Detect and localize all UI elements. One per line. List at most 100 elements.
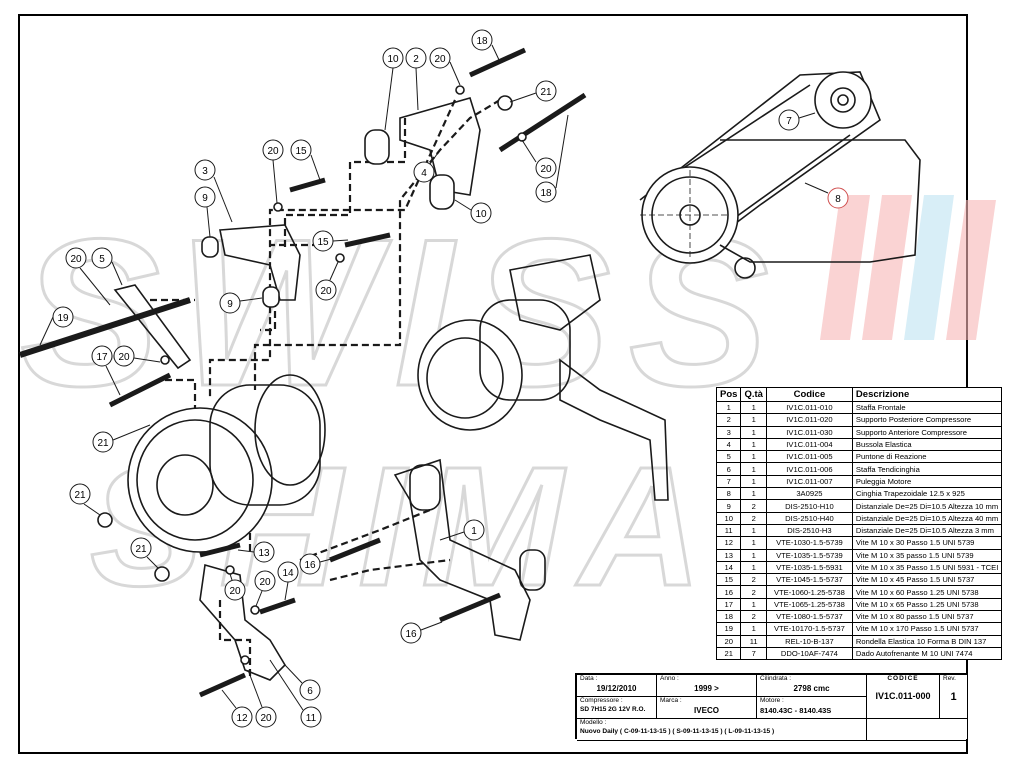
date-value: 19/12/2010: [596, 684, 637, 693]
year-value: 1999 >: [694, 684, 719, 693]
callout-21: 21: [92, 424, 151, 453]
compressor-right: [417, 319, 523, 431]
cell-qta: 11: [740, 634, 767, 648]
svg-text:20: 20: [320, 286, 332, 297]
cell-descrizione: Bussola Elastica: [851, 437, 1003, 452]
callout-4: 4: [413, 149, 441, 183]
svg-text:16: 16: [304, 560, 316, 571]
cell-qta: 1: [740, 474, 767, 489]
callout-8: 8: [804, 182, 849, 209]
cell-qta: 1: [740, 523, 767, 538]
cell-codice: IV1C.011-007: [765, 474, 853, 489]
svg-text:18: 18: [540, 188, 552, 199]
callout-9: 9: [194, 186, 216, 238]
cell-codice: VTE-1080-1.5-5737: [765, 610, 853, 624]
svg-text:13: 13: [258, 548, 270, 559]
svg-text:3: 3: [202, 166, 208, 177]
cell-pos: 18: [715, 610, 742, 624]
cell-pos: 5: [715, 450, 742, 464]
part-outlines: [19, 47, 669, 698]
callout-20: 20: [113, 345, 161, 367]
cell-qta: 1: [740, 560, 767, 575]
svg-text:12: 12: [236, 713, 248, 724]
cell-descrizione: Vite M 10 x 35 Passo 1.5 UNI 5931 - TCEI: [851, 560, 1003, 575]
svg-text:20: 20: [260, 713, 272, 724]
cell-descrizione: Rondella Elastica 10 Forma B DIN 137: [851, 634, 1003, 648]
svg-text:21: 21: [135, 544, 147, 555]
callout-18: 18: [471, 29, 501, 63]
callout-18: 18: [535, 114, 569, 203]
cell-pos: 11: [715, 523, 742, 538]
cell-descrizione: Vite M 10 x 30 Passo 1.5 UNI 5739: [851, 536, 1003, 550]
cell-pos: 19: [715, 622, 742, 636]
callout-20: 20: [262, 139, 284, 204]
cell-codice: VTE-1045-1.5-5737: [765, 573, 853, 587]
callout-11: 11: [269, 659, 322, 728]
callout-13: 13: [237, 541, 275, 563]
cell-pos: 1: [715, 400, 742, 415]
svg-text:15: 15: [295, 146, 307, 157]
svg-text:5: 5: [99, 254, 105, 265]
cell-descrizione: Vite M 10 x 170 Passo 1.5 UNI 5737: [851, 622, 1003, 636]
tb-motore: Motore : 8140.43C - 8140.43S: [757, 697, 867, 719]
cell-qta: 1: [740, 487, 767, 501]
callout-5: 5: [91, 247, 123, 286]
callout-3: 3: [194, 159, 233, 223]
compressor-left: [127, 407, 273, 553]
callout-16: 16: [299, 553, 336, 575]
callout-14: 14: [277, 561, 299, 601]
cell-descrizione: Staffa Frontale: [851, 400, 1003, 415]
cell-codice: VTE-1065-1.25-5738: [765, 597, 853, 612]
cell-descrizione: Vite M 10 x 80 passo 1.5 UNI 5737: [851, 610, 1003, 624]
cell-pos: 8: [715, 487, 742, 501]
cell-codice: VTE-1035-1.5-5931: [765, 560, 853, 575]
svg-text:20: 20: [118, 352, 130, 363]
cell-codice: 3A0925: [765, 487, 853, 501]
drawing-frame: [18, 14, 968, 754]
cell-codice: IV1C.011-010: [765, 400, 853, 415]
svg-text:9: 9: [227, 299, 233, 310]
callout-6: 6: [284, 664, 321, 701]
cell-descrizione: Vite M 10 x 35 passo 1.5 UNI 5739: [851, 548, 1003, 562]
cell-qta: 1: [740, 536, 767, 550]
svg-text:10: 10: [475, 209, 487, 220]
tb-blank: [867, 719, 968, 741]
cell-codice: VTE-1030-1.5-5739: [765, 536, 853, 550]
cell-codice: VTE-10170-1.5-5737: [765, 622, 853, 636]
callout-20: 20: [315, 261, 339, 301]
callout-9: 9: [219, 292, 263, 314]
cell-pos: 10: [715, 511, 742, 525]
engine-value: 8140.43C - 8140.43S: [760, 706, 832, 715]
cell-qta: 1: [740, 548, 767, 562]
brand-value: IVECO: [694, 706, 719, 715]
cell-qta: 1: [740, 413, 767, 427]
cell-descrizione: Supporto Posteriore Compressore: [851, 413, 1003, 427]
brand-stripes: [820, 195, 996, 340]
callout-17: 17: [91, 345, 121, 396]
svg-text:21: 21: [97, 438, 109, 449]
cell-codice: IV1C.011-005: [765, 450, 853, 464]
header-codice: Codice: [765, 387, 853, 402]
tb-marca: Marca : IVECO: [657, 697, 757, 719]
tb-cilindrata: Cilindrata : 2798 cmc: [757, 675, 867, 697]
cell-qta: 1: [740, 425, 767, 439]
svg-text:20: 20: [259, 577, 271, 588]
cell-pos: 21: [715, 646, 742, 661]
callout-19: 19: [39, 306, 74, 346]
callout-7: 7: [778, 109, 816, 131]
cell-codice: DDO-10AF-7474: [765, 646, 853, 661]
svg-text:17: 17: [96, 352, 108, 363]
